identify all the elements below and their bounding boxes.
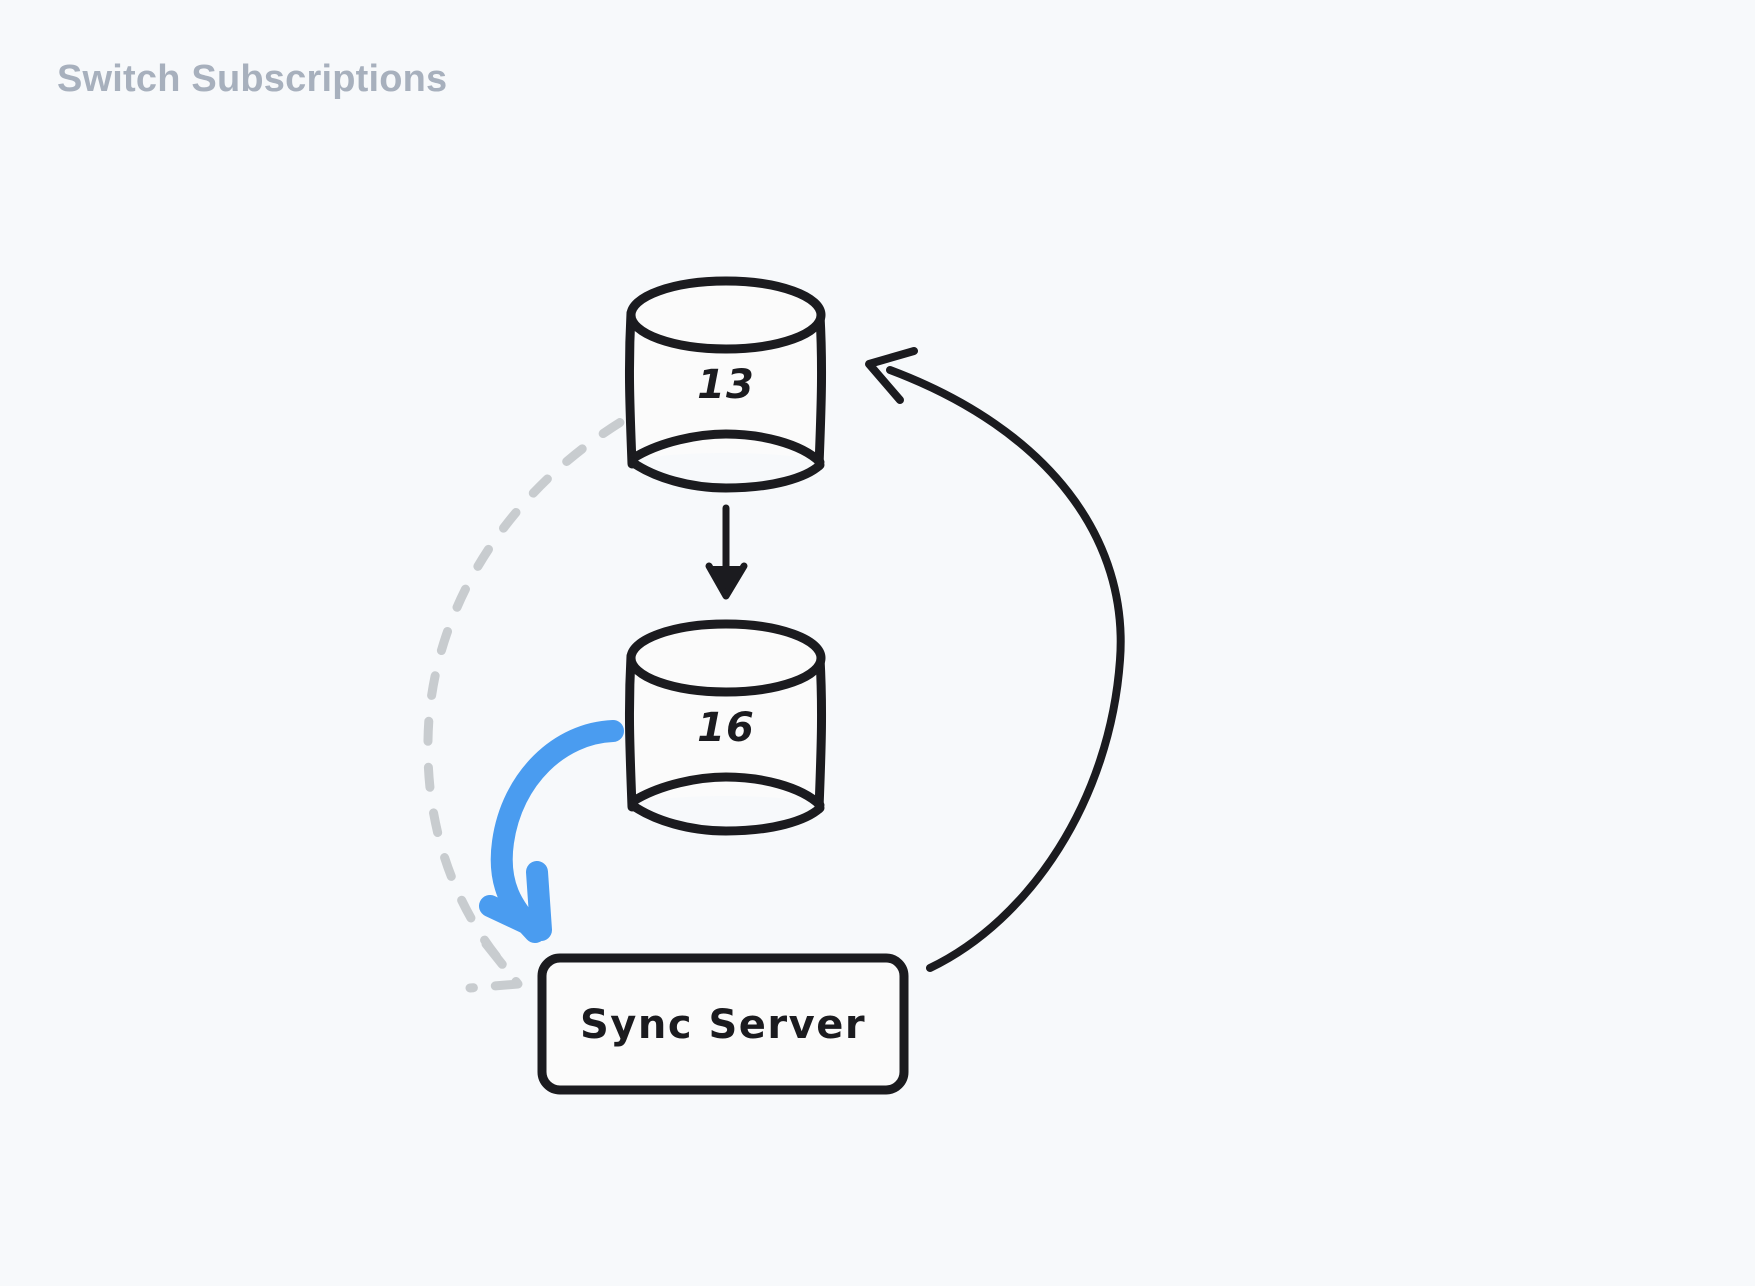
page-title: Switch Subscriptions [57,58,448,100]
database-cylinder-13[interactable]: 13 [624,276,827,493]
database-cylinder-16[interactable]: 16 [624,619,827,836]
sync-server-box-label: Sync Server [580,1002,866,1048]
dashed-arrow-db13-to-sync-server [423,395,665,993]
arrow-db16-to-sync-server [479,720,624,943]
database-cylinder-16-label: 16 [697,705,755,751]
arrow-sync-server-to-db13 [865,347,1125,972]
database-cylinder-13-label: 13 [697,362,755,408]
arrow-db13-to-db16 [705,504,748,600]
sync-server-box[interactable]: Sync Server [537,953,909,1095]
